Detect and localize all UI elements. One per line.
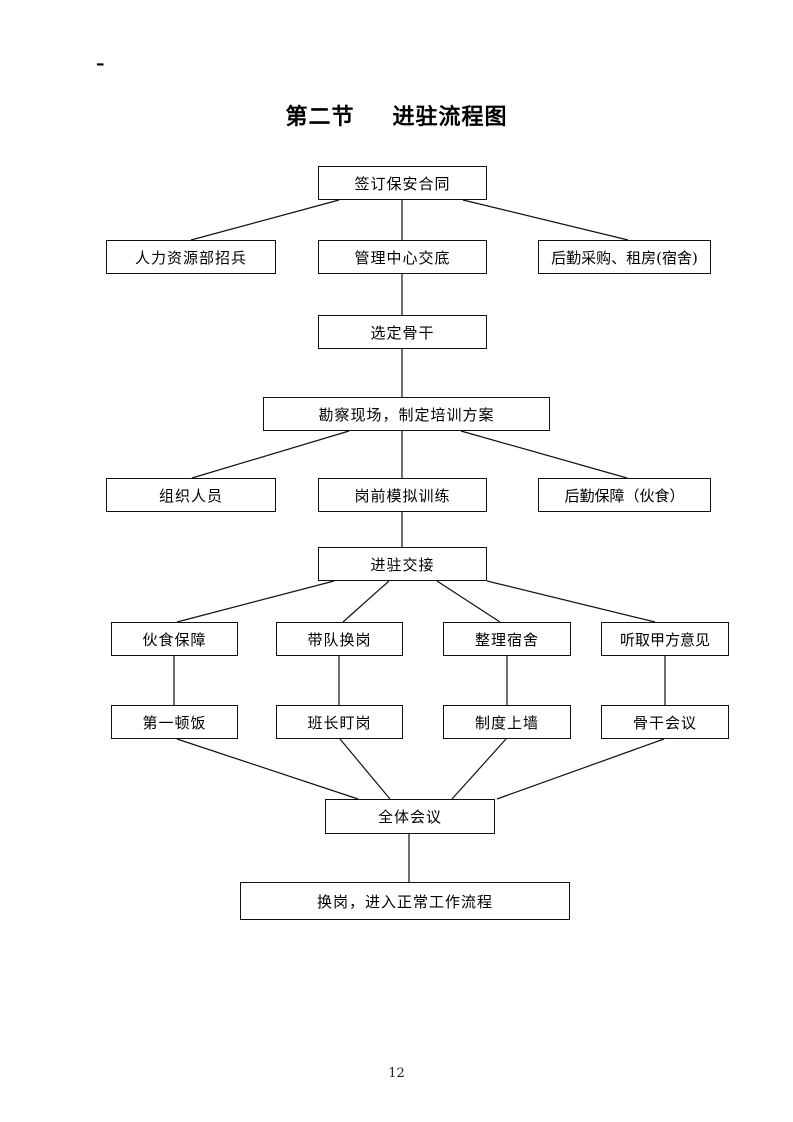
node-survey-plan: 勘察现场，制定培训方案 (263, 397, 550, 431)
page-title: 第二节 进驻流程图 (0, 99, 793, 131)
node-meal-support: 伙食保障 (111, 622, 238, 656)
connector-firstmeal-to-allhands (176, 738, 359, 800)
node-logistics-support: 后勤保障（伙食） (538, 478, 711, 512)
node-lead-shift: 带队换岗 (276, 622, 403, 656)
node-backbone-meeting: 骨干会议 (601, 705, 729, 739)
node-select-backbone: 选定骨干 (318, 315, 487, 349)
connector-contract-to-hr (190, 199, 340, 241)
node-logistics-purchase: 后勤采购、租房(宿舍) (538, 240, 711, 274)
page-number: 12 (388, 1066, 405, 1081)
connector-watch-to-allhands (339, 738, 391, 800)
margin-dash-mark: – (96, 54, 105, 74)
connector-rules-to-allhands (451, 738, 507, 800)
node-leader-watch: 班长盯岗 (276, 705, 403, 739)
node-tidy-dorm: 整理宿舍 (443, 622, 571, 656)
connector-survey-to-support (460, 430, 628, 479)
node-party-a-opinion: 听取甲方意见 (601, 622, 729, 656)
node-entry-handover: 进驻交接 (318, 547, 487, 581)
node-rules-on-wall: 制度上墙 (443, 705, 571, 739)
connector-handover-to-opinion (486, 580, 656, 623)
page-title-section: 第二节 (285, 105, 355, 130)
connector-handover-to-meal (176, 580, 335, 623)
node-mgmt-brief: 管理中心交底 (318, 240, 487, 274)
node-pre-job-training: 岗前模拟训练 (318, 478, 487, 512)
page-title-text: 进驻流程图 (392, 105, 508, 130)
node-organize-staff: 组织人员 (106, 478, 276, 512)
node-sign-contract: 签订保安合同 (318, 166, 487, 200)
node-first-meal: 第一顿饭 (111, 705, 238, 739)
connector-handover-to-dorm (436, 580, 501, 623)
node-all-hands-meeting: 全体会议 (325, 799, 495, 834)
connector-contract-to-logistics (462, 199, 629, 241)
node-normal-workflow: 换岗，进入正常工作流程 (240, 882, 570, 920)
connector-handover-to-lead (342, 580, 390, 623)
node-hr-recruit: 人力资源部招兵 (106, 240, 276, 274)
connector-survey-to-organize (191, 430, 350, 479)
connector-meeting-to-allhands (496, 738, 665, 800)
